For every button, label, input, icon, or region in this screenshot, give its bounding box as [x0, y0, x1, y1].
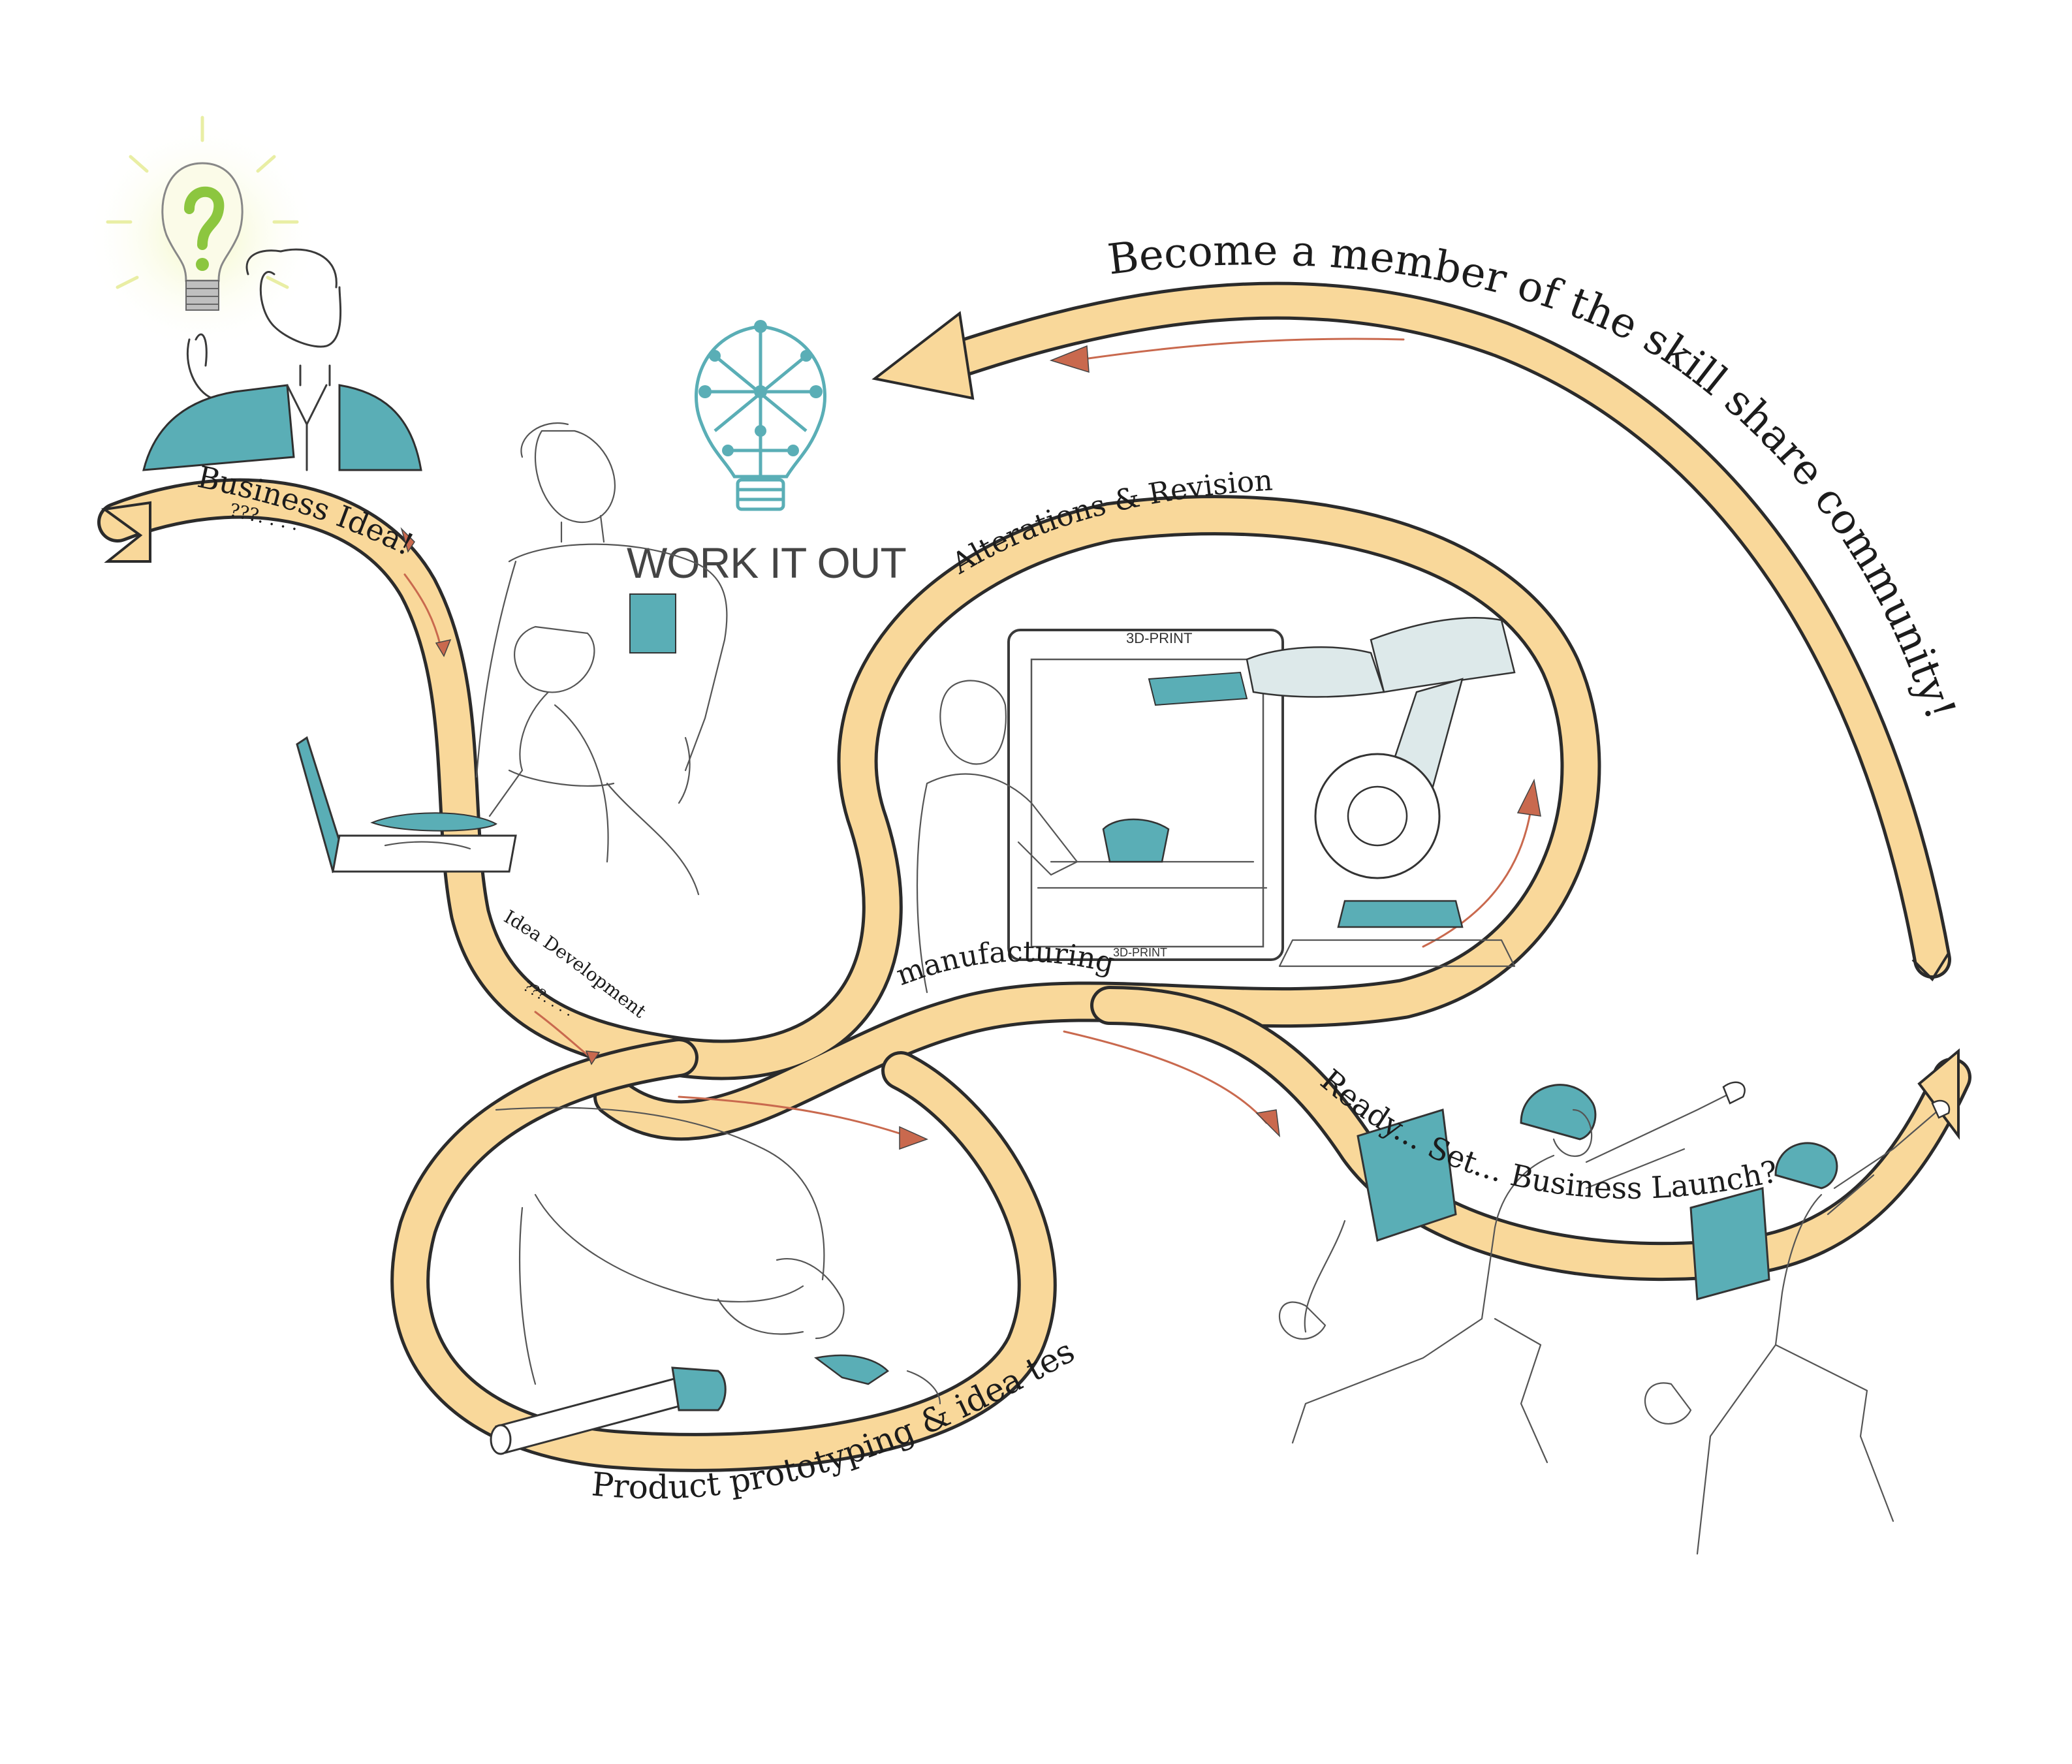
idea-development-illustration: [296, 422, 728, 896]
logo-text: WORK IT OUT: [627, 539, 906, 587]
work-it-out-logo: WORK IT OUT: [627, 320, 907, 587]
business-idea-illustration: [85, 116, 422, 471]
process-ribbon: [97, 281, 1971, 1472]
printer-label-bottom: 3D-PRINT: [1113, 946, 1167, 959]
printer-label-top: 3D-PRINT: [1126, 630, 1192, 646]
manufacturing-illustration: 3D-PRINT 3D-PRINT: [916, 617, 1516, 994]
prototyping-illustration: [490, 1107, 941, 1455]
launch-illustration: [1278, 1081, 1951, 1555]
direction-arrows: [400, 338, 1541, 1150]
lightbulb-icon: [161, 162, 243, 311]
